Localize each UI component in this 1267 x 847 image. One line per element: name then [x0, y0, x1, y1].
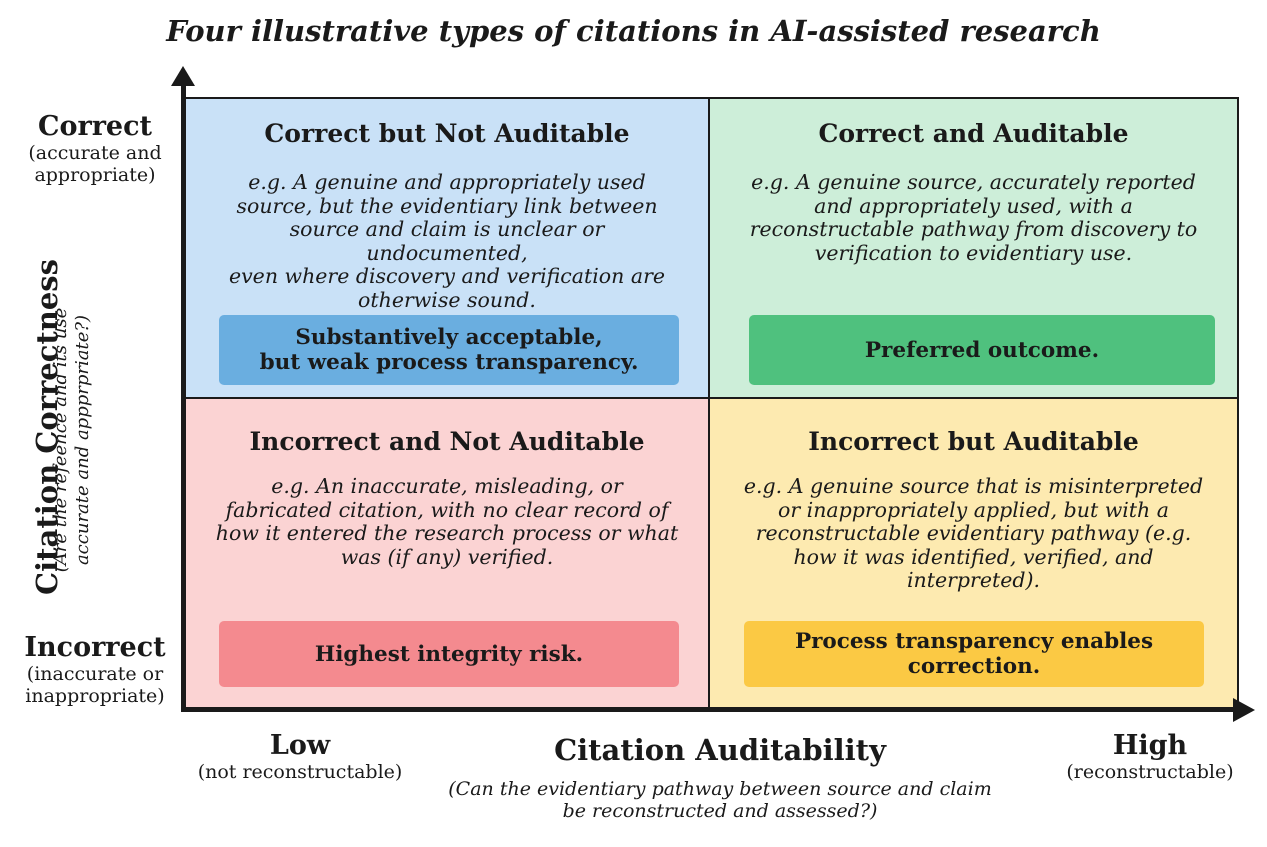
quadrant-description: e.g. A genuine source, accurately report… [730, 170, 1217, 265]
x-axis-high-label: High (reconstructable) [1035, 730, 1265, 784]
desc-line: e.g. A genuine and appropriately used [248, 170, 646, 194]
y-low-sub-2: inappropriate) [25, 685, 165, 707]
quadrant-description: e.g. A genuine source that is misinterpr… [730, 474, 1217, 593]
y-low-sub-1: (inaccurate or [26, 663, 164, 685]
x-axis-low-label: Low (not reconstructable) [190, 730, 410, 784]
quadrant-description: e.g. A genuine and appropriately used so… [206, 170, 688, 312]
y-high-sub-2: appropriate) [34, 164, 156, 186]
desc-line: source, but the evidentiary link between [236, 193, 658, 218]
y-low-word: Incorrect [24, 632, 166, 663]
quadrant-badge: Substantively acceptable, but weak proce… [219, 315, 679, 385]
x-axis-question-line-2: be reconstructed and assessed?) [562, 800, 878, 822]
badge-line: Substantively acceptable, [295, 325, 603, 350]
badge-line: but weak process transparency. [259, 350, 639, 375]
desc-line: source and claim is unclear or undocumen… [289, 217, 605, 265]
desc-line: reconstructable evidentiary pathway (e.g… [755, 521, 1192, 545]
quadrant-heading: Incorrect and Not Auditable [249, 427, 645, 456]
arrow-up-icon [171, 66, 195, 86]
badge-line: correction. [907, 654, 1041, 679]
arrow-right-icon [1233, 698, 1255, 722]
desc-line: was (if any) verified. [340, 544, 554, 569]
x-axis-question: (Can the evidentiary pathway between sou… [420, 778, 1020, 822]
desc-line: interpreted). [907, 568, 1040, 592]
quadrant-badge: Highest integrity risk. [219, 621, 679, 687]
quadrant-badge: Preferred outcome. [749, 315, 1215, 385]
desc-line: e.g. An inaccurate, misleading, or [271, 474, 623, 498]
y-axis-question-line-2: accurate and appprpriate?) [72, 314, 93, 566]
x-low-sub: (not reconstructable) [197, 761, 403, 783]
desc-line: reconstructable pathway from discovery t… [749, 217, 1198, 241]
x-high-sub: (reconstructable) [1066, 761, 1234, 783]
desc-line: e.g. A genuine source that is misinterpr… [743, 474, 1204, 498]
quadrant-description: e.g. An inaccurate, misleading, or fabri… [206, 474, 688, 569]
y-axis-question: (Are the refeence and its use accurate a… [50, 245, 100, 635]
quadrant-incorrect-not-auditable: Incorrect and Not Auditable e.g. An inac… [184, 397, 710, 710]
desc-line: or inappropriately applied, but with a [778, 497, 1169, 522]
quadrant-correct-not-auditable: Correct but Not Auditable e.g. A genuine… [184, 97, 710, 399]
quadrant-correct-auditable: Correct and Auditable e.g. A genuine sou… [708, 97, 1239, 399]
x-high-word: High [1112, 730, 1188, 761]
y-axis-high-label: Correct (accurate and appropriate) [10, 111, 180, 187]
desc-line: and appropriately used, with a [814, 193, 1133, 218]
quadrant-incorrect-auditable: Incorrect but Auditable e.g. A genuine s… [708, 397, 1239, 710]
y-axis-line [181, 80, 186, 712]
quadrant-heading: Incorrect but Auditable [808, 427, 1139, 456]
desc-line: otherwise sound. [358, 287, 536, 312]
x-axis-title: Citation Auditability [554, 733, 886, 767]
x-low-word: Low [269, 730, 331, 761]
desc-line: fabricated citation, with no clear recor… [225, 497, 669, 522]
badge-line: Preferred outcome. [864, 337, 1100, 363]
y-axis-question-line-1: (Are the refeence and its use [50, 307, 71, 573]
x-axis-line [181, 707, 1236, 712]
quadrant-badge: Process transparency enables correction. [744, 621, 1204, 687]
desc-line: e.g. A genuine source, accurately report… [751, 170, 1196, 194]
desc-line: how it entered the research process or w… [215, 521, 679, 545]
desc-line: even where discovery and verification ar… [228, 264, 666, 288]
y-high-sub-1: (accurate and [28, 142, 162, 164]
quadrant-heading: Correct and Auditable [818, 119, 1129, 148]
diagram-title: Four illustrative types of citations in … [166, 14, 1101, 48]
desc-line: verification to evidentiary use. [814, 240, 1133, 265]
quadrant-heading: Correct but Not Auditable [264, 119, 630, 148]
y-axis-low-label: Incorrect (inaccurate or inappropriate) [10, 632, 180, 708]
x-axis-question-line-1: (Can the evidentiary pathway between sou… [448, 778, 992, 800]
badge-line: Process transparency enables [794, 629, 1154, 654]
desc-line: how it was identified, verified, and [793, 544, 1154, 569]
y-high-word: Correct [37, 111, 153, 142]
badge-line: Highest integrity risk. [314, 641, 584, 667]
